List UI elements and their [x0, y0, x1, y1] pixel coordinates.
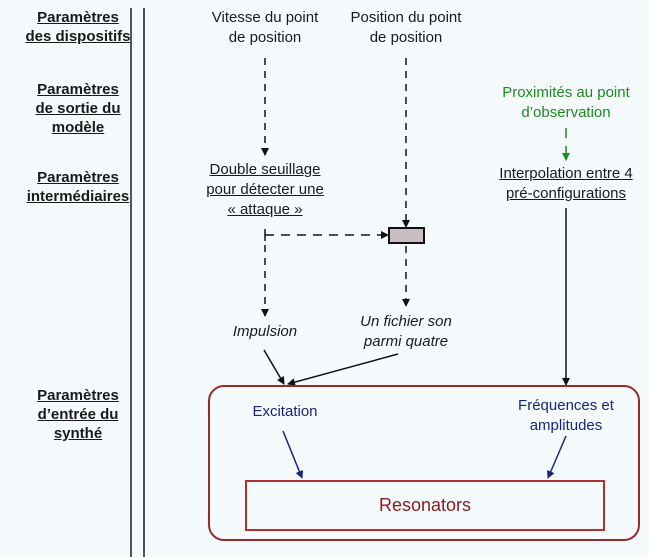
gate-block	[388, 227, 425, 244]
node-sound-file: Un fichier son parmi quatre	[360, 313, 452, 350]
row-label-model-output: Paramètres de sortie du modèle	[35, 81, 121, 136]
resonators-label: Resonators	[378, 495, 472, 515]
arrow-impulse-to-synth	[263, 349, 285, 385]
node-double-threshold: Double seuillage pour détecter une « att…	[206, 161, 324, 218]
node-frequencies: Fréquences et amplitudes	[518, 397, 614, 434]
node-position: Position du point de position	[350, 9, 462, 46]
separator-line-left	[130, 8, 132, 557]
separator-line-right	[143, 8, 145, 557]
row-label-devices: Paramètres des dispositifs	[25, 9, 131, 45]
row-label-synth-input: Paramètres d’entrée du synthé	[37, 387, 119, 442]
node-interpolation: Interpolation entre 4 pré-configurations	[499, 165, 633, 202]
node-proximity: Proximités au point d’observation	[502, 84, 630, 121]
arrow-excitation-to-resonators	[282, 430, 304, 479]
resonators-box: Resonators	[245, 480, 605, 531]
node-velocity: Vitesse du point de position	[211, 9, 319, 46]
synth-input-box	[208, 385, 640, 541]
arrow-soundfile-to-synth	[287, 353, 399, 387]
node-excitation: Excitation	[252, 403, 318, 420]
row-label-intermediate: Paramètres intermédiaires	[26, 169, 130, 205]
node-impulse: Impulsion	[232, 323, 298, 340]
arrow-frequencies-to-resonators	[547, 435, 567, 479]
